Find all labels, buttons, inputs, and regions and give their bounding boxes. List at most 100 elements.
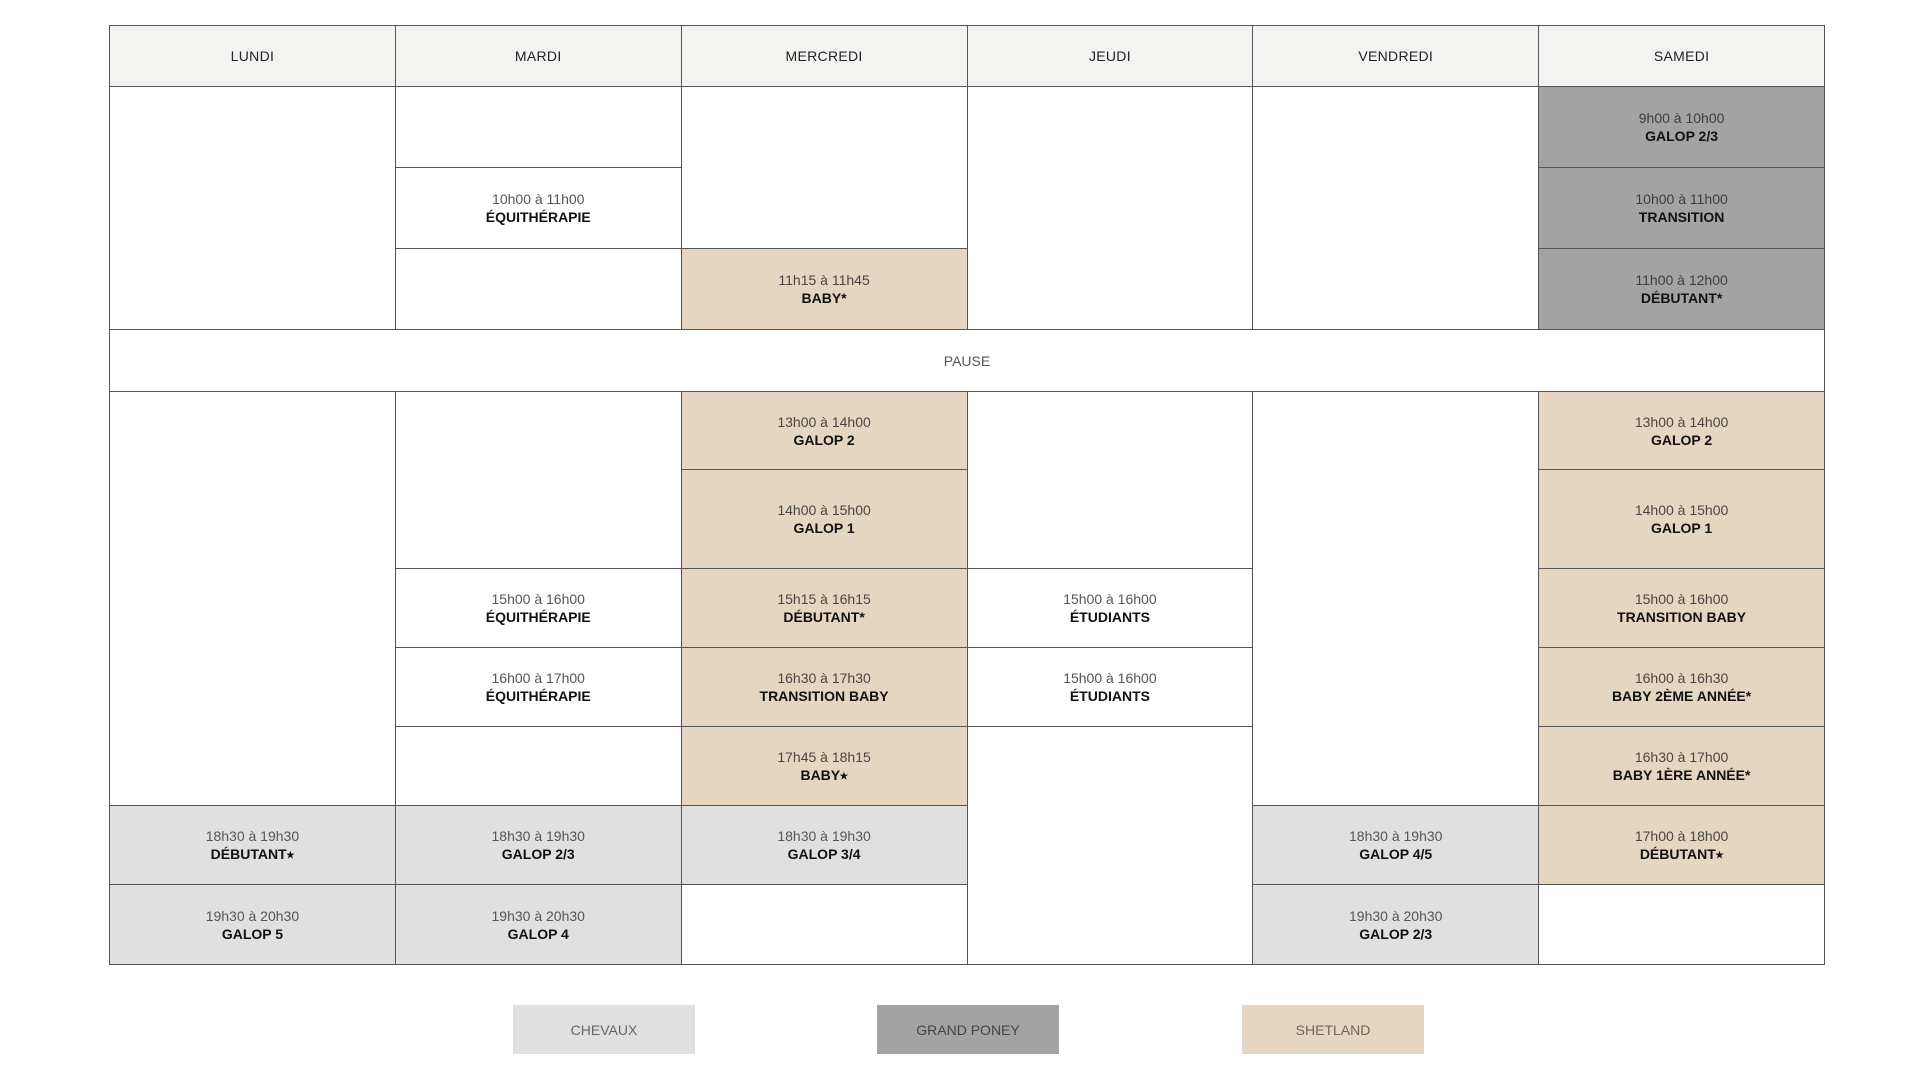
session-time: 17h00 à 18h00 — [1634, 828, 1729, 844]
session-mardi-galop-2-3[interactable]: 18h30 à 19h30 GALOP 2/3 — [395, 806, 682, 885]
session-time: 19h30 à 20h30 — [205, 907, 300, 924]
session-name: DÉBUTANT* — [783, 609, 865, 625]
schedule-grid: LUNDI MARDI MERCREDI JEUDI VENDREDI SAME… — [109, 25, 1825, 965]
session-mardi-equitherapie-1[interactable]: 15h00 à 16h00 ÉQUITHÉRAPIE — [395, 569, 682, 648]
session-samedi-baby-2eme[interactable]: 16h00 à 16h30 BABY 2ÈME ANNÉE* — [1539, 648, 1825, 727]
session-time: 15h15 à 16h15 — [777, 591, 871, 607]
empty-slot — [110, 392, 396, 806]
session-samedi-transition-baby[interactable]: 15h00 à 16h00 TRANSITION BABY — [1539, 569, 1825, 648]
session-mardi-equitherapie-morning[interactable]: 10h00 à 11h00 ÉQUITHÉRAPIE — [395, 168, 682, 249]
legend-label: CHEVAUX — [570, 1021, 638, 1038]
session-time: 14h00 à 15h00 — [777, 502, 871, 518]
session-name: ÉTUDIANTS — [1069, 609, 1150, 625]
session-time: 11h15 à 11h45 — [778, 272, 870, 288]
session-time: 18h30 à 19h30 — [205, 828, 300, 844]
session-name: BABY 2ÈME ANNÉE* — [1611, 688, 1752, 704]
session-time: 13h00 à 14h00 — [1634, 413, 1729, 430]
session-mercredi-galop-3-4[interactable]: 18h30 à 19h30 GALOP 3/4 — [681, 806, 968, 885]
session-name: DÉBUTANT* — [1640, 290, 1723, 306]
empty-slot — [967, 87, 1254, 330]
session-time: 13h00 à 14h00 — [777, 413, 871, 430]
empty-slot — [1253, 392, 1540, 806]
session-samedi-galop-2[interactable]: 13h00 à 14h00 GALOP 2 — [1539, 392, 1825, 470]
session-name: GALOP 1 — [793, 520, 855, 536]
session-samedi-debutant-evening[interactable]: 17h00 à 18h00 DÉBUTANT⭑ — [1539, 806, 1825, 885]
legend-label: GRAND PONEY — [916, 1021, 1020, 1038]
session-jeudi-etudiants-1[interactable]: 15h00 à 16h00 ÉTUDIANTS — [967, 569, 1254, 648]
session-time: 18h30 à 19h30 — [777, 828, 871, 844]
session-samedi-galop-1[interactable]: 14h00 à 15h00 GALOP 1 — [1539, 470, 1825, 569]
session-name: GALOP 5 — [221, 925, 284, 942]
day-header-samedi: SAMEDI — [1539, 26, 1825, 87]
session-name: GALOP 2/3 — [1359, 925, 1433, 942]
session-time: 16h00 à 16h30 — [1634, 670, 1729, 686]
session-name: GALOP 3/4 — [787, 846, 861, 862]
session-name: GALOP 2/3 — [501, 846, 575, 862]
session-lundi-debutant[interactable]: 18h30 à 19h30 DÉBUTANT⭑ — [110, 806, 396, 885]
legend-grand-poney: GRAND PONEY — [877, 1005, 1059, 1054]
session-samedi-transition[interactable]: 10h00 à 11h00 TRANSITION — [1539, 168, 1825, 249]
session-time: 18h30 à 19h30 — [1349, 828, 1443, 844]
session-time: 15h00 à 16h00 — [1634, 591, 1729, 607]
legend-chevaux: CHEVAUX — [513, 1005, 695, 1054]
empty-slot — [1253, 87, 1540, 330]
day-header-mardi: MARDI — [395, 26, 682, 87]
session-name: BABY 1ÈRE ANNÉE* — [1612, 767, 1751, 783]
session-time: 10h00 à 11h00 — [492, 191, 585, 207]
session-name: TRANSITION — [1638, 209, 1725, 225]
session-vendredi-galop-2-3[interactable]: 19h30 à 20h30 GALOP 2/3 — [1253, 885, 1540, 965]
session-mercredi-galop-1[interactable]: 14h00 à 15h00 GALOP 1 — [681, 470, 968, 569]
empty-slot — [395, 727, 682, 806]
day-header-jeudi: JEUDI — [967, 26, 1254, 87]
session-mercredi-baby-evening[interactable]: 17h45 à 18h15 BABY⭑ — [681, 727, 968, 806]
session-time: 18h30 à 19h30 — [491, 828, 585, 844]
session-time: 19h30 à 20h30 — [491, 907, 585, 924]
legend-shetland: SHETLAND — [1242, 1005, 1424, 1054]
session-time: 16h30 à 17h30 — [777, 670, 871, 686]
session-samedi-baby-1ere[interactable]: 16h30 à 17h00 BABY 1ÈRE ANNÉE* — [1539, 727, 1825, 806]
session-mardi-equitherapie-2[interactable]: 16h00 à 17h00 ÉQUITHÉRAPIE — [395, 648, 682, 727]
session-mercredi-transition-baby[interactable]: 16h30 à 17h30 TRANSITION BABY — [681, 648, 968, 727]
session-time: 17h45 à 18h15 — [777, 749, 871, 765]
session-mercredi-debutant[interactable]: 15h15 à 16h15 DÉBUTANT* — [681, 569, 968, 648]
session-vendredi-galop-4-5[interactable]: 18h30 à 19h30 GALOP 4/5 — [1253, 806, 1540, 885]
session-mardi-galop-4[interactable]: 19h30 à 20h30 GALOP 4 — [395, 885, 682, 965]
session-name: GALOP 2 — [793, 431, 855, 448]
empty-slot — [395, 249, 682, 330]
session-name: TRANSITION BABY — [1617, 609, 1747, 625]
session-time: 15h00 à 16h00 — [1063, 670, 1157, 686]
empty-slot — [681, 87, 968, 249]
empty-slot — [395, 87, 682, 168]
session-name: GALOP 1 — [1650, 520, 1713, 536]
session-time: 9h00 à 10h00 — [1638, 110, 1725, 126]
session-name: GALOP 2/3 — [1645, 128, 1719, 144]
session-jeudi-etudiants-2[interactable]: 15h00 à 16h00 ÉTUDIANTS — [967, 648, 1254, 727]
empty-slot — [681, 885, 968, 965]
session-name: DÉBUTANT⭑ — [210, 846, 295, 862]
empty-slot — [1539, 885, 1825, 965]
session-samedi-galop-2-3[interactable]: 9h00 à 10h00 GALOP 2/3 — [1539, 87, 1825, 168]
session-mercredi-baby[interactable]: 11h15 à 11h45 BABY* — [681, 249, 968, 330]
session-mercredi-galop-2[interactable]: 13h00 à 14h00 GALOP 2 — [681, 392, 968, 470]
session-name: TRANSITION BABY — [759, 688, 889, 704]
empty-slot — [967, 727, 1254, 965]
session-time: 16h00 à 17h00 — [491, 670, 585, 686]
session-time: 15h00 à 16h00 — [1063, 591, 1157, 607]
session-name: GALOP 4/5 — [1359, 846, 1433, 862]
session-time: 16h30 à 17h00 — [1634, 749, 1729, 765]
day-header-lundi: LUNDI — [110, 26, 396, 87]
legend: CHEVAUX GRAND PONEY SHETLAND — [0, 1005, 1920, 1055]
legend-label: SHETLAND — [1295, 1021, 1371, 1038]
session-name: ÉQUITHÉRAPIE — [485, 209, 591, 225]
session-lundi-galop-5[interactable]: 19h30 à 20h30 GALOP 5 — [110, 885, 396, 965]
session-time: 19h30 à 20h30 — [1349, 907, 1443, 924]
session-name: BABY* — [801, 290, 847, 306]
day-header-mercredi: MERCREDI — [681, 26, 968, 87]
session-time: 11h00 à 12h00 — [1635, 272, 1728, 288]
empty-slot — [395, 392, 682, 569]
session-samedi-debutant-morning[interactable]: 11h00 à 12h00 DÉBUTANT* — [1539, 249, 1825, 330]
session-time: 10h00 à 11h00 — [1635, 191, 1728, 207]
session-time: 14h00 à 15h00 — [1634, 502, 1729, 518]
session-name: GALOP 4 — [507, 925, 569, 942]
session-time: 15h00 à 16h00 — [491, 591, 585, 607]
